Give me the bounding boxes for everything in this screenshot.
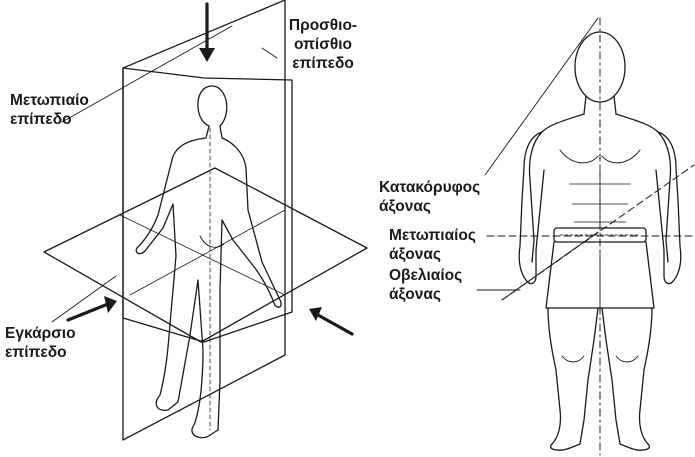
label-frontal-axis-line1: Μετωπιαίος	[389, 226, 476, 245]
label-transverse-plane: Εγκάρσιο επίπεδο	[5, 324, 76, 362]
label-frontal-axis-line2: άξονας	[389, 245, 476, 264]
arrow-left	[68, 296, 117, 320]
label-sagittal-axis-line1: Οβελιαίος	[389, 266, 462, 285]
label-transverse-plane-line1: Εγκάρσιο	[5, 324, 76, 343]
label-frontal-plane: Μετωπιαίο επίπεδο	[10, 91, 89, 129]
label-sagittal-plane-line1: Προσθιο-	[268, 16, 378, 35]
label-transverse-plane-line2: επίπεδο	[5, 343, 76, 362]
label-sagittal-plane-line3: επίπεδο	[268, 54, 378, 73]
label-sagittal-plane-line2: οπίσθιο	[268, 35, 378, 54]
sagittal-plane	[123, 68, 292, 342]
label-vertical-axis-line1: Κατακόρυφος	[379, 178, 480, 197]
right-leg	[602, 308, 652, 450]
label-frontal-plane-line2: επίπεδο	[10, 110, 89, 129]
ab-detail	[570, 166, 630, 230]
label-sagittal-axis: Οβελιαίος άξονας	[389, 266, 462, 304]
transverse-guide-line	[130, 210, 285, 295]
frontal-plane	[123, 0, 285, 440]
human-body-outline-left	[136, 86, 281, 438]
arrow-right	[309, 307, 352, 334]
label-sagittal-axis-line2: άξονας	[389, 285, 462, 304]
label-vertical-axis: Κατακόρυφος άξονας	[379, 178, 480, 216]
leader-vertical-axis	[485, 18, 598, 175]
arrow-top	[199, 4, 215, 62]
label-frontal-plane-line1: Μετωπιαίο	[10, 91, 89, 110]
label-sagittal-plane: Προσθιο- οπίσθιο επίπεδο	[268, 16, 378, 73]
left-leg	[548, 308, 598, 450]
label-vertical-axis-line2: άξονας	[379, 197, 480, 216]
label-frontal-axis: Μετωπιαίος άξονας	[389, 226, 476, 264]
